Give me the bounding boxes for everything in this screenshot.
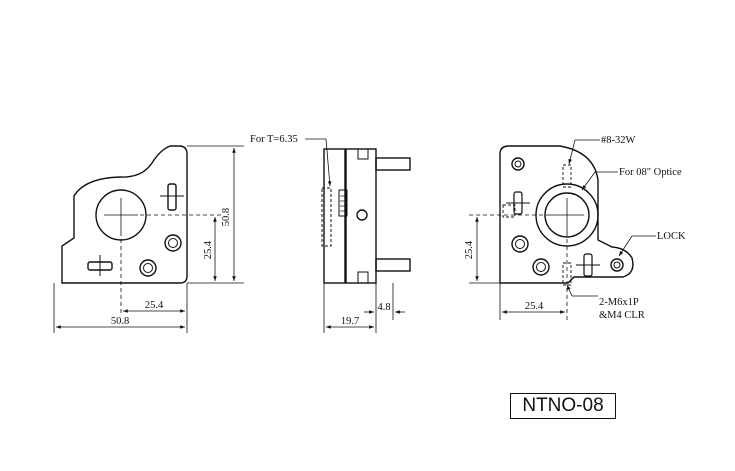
side-view <box>321 148 411 284</box>
model-name: NTNO-08 <box>522 395 604 416</box>
back-view-optic-bore <box>544 192 590 238</box>
back-view <box>499 145 634 286</box>
side-view-bottom-rod <box>375 258 411 272</box>
model-label-box: NTNO-08 <box>510 393 616 419</box>
back-view-mount-hole <box>511 157 525 171</box>
back-view-dimensions <box>469 139 656 320</box>
front-view <box>61 145 188 284</box>
side-view-dim-plate: 4.8 <box>377 302 390 313</box>
front-view-outline <box>61 145 188 284</box>
front-view-screw-1 <box>164 234 182 252</box>
side-view-top-rod <box>375 157 411 171</box>
back-view-thread-label-1: 2-M6x1P <box>599 297 639 308</box>
side-view-optic-insert <box>321 187 332 247</box>
front-view-adjuster-top <box>167 183 177 211</box>
front-view-dim-center-y: 25.4 <box>203 240 214 259</box>
side-view-thickness-label: For T=6.35 <box>250 134 298 145</box>
side-view-lock-screw <box>356 209 368 221</box>
back-view-optics-label: For 08" Optice <box>619 167 682 178</box>
back-view-screw-label: #8-32W <box>601 135 635 146</box>
back-view-dim-center-x: 25.4 <box>525 301 544 312</box>
back-view-lock-label: LOCK <box>657 231 686 242</box>
back-view-thread-label-2: &M4 CLR <box>599 310 645 321</box>
back-view-screw-1 <box>511 235 529 253</box>
front-view-screw-2 <box>139 259 157 277</box>
front-view-dim-width: 50.8 <box>111 316 129 327</box>
front-view-dim-center-x: 25.4 <box>145 300 164 311</box>
front-view-dimensions <box>53 145 244 333</box>
back-view-lock-hole <box>610 258 624 272</box>
back-view-dim-center-y: 25.4 <box>464 240 475 259</box>
front-view-dim-height: 50.8 <box>221 208 232 226</box>
side-view-dimensions <box>305 138 405 333</box>
side-view-dim-depth: 19.7 <box>341 316 359 327</box>
back-view-outline <box>499 145 634 284</box>
side-view-back-plate <box>345 148 377 284</box>
back-view-screw-2 <box>532 258 550 276</box>
